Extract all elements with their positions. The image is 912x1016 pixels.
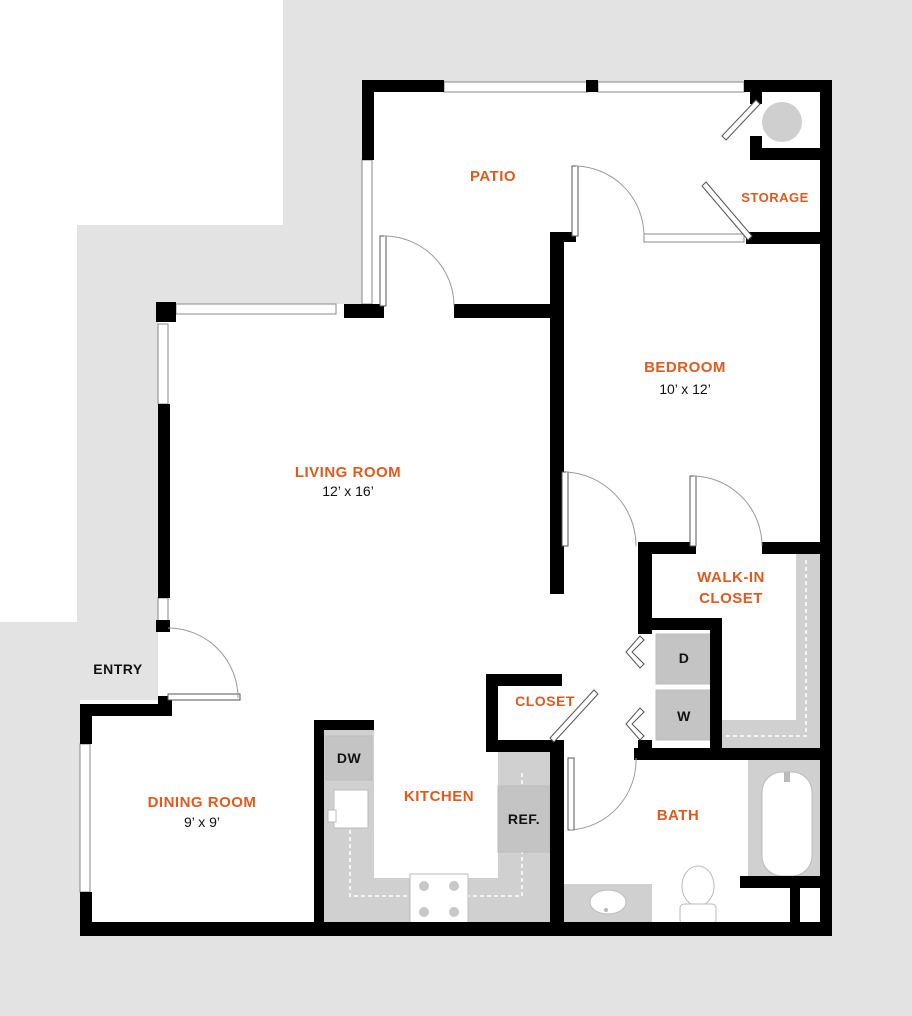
windows <box>79 81 745 893</box>
bathtub-icon <box>761 771 813 877</box>
range-icon <box>409 873 469 925</box>
dryer-label: D <box>679 650 690 666</box>
washer <box>655 689 713 741</box>
interior-floor <box>80 82 830 934</box>
closet-label: CLOSET <box>515 693 575 709</box>
dryer <box>655 633 713 685</box>
kitchen-sink-icon <box>327 789 369 829</box>
doors <box>167 99 763 831</box>
living-room-label: LIVING ROOM <box>295 464 401 481</box>
walls <box>80 80 832 936</box>
bath-sink-icon <box>589 889 627 915</box>
dishwasher <box>325 735 373 781</box>
walk-in-closet-label-line1: WALK-IN <box>697 569 765 586</box>
dishwasher-label: DW <box>337 750 362 766</box>
bedroom-dimensions: 10’ x 12’ <box>659 381 711 397</box>
bedroom-label: BEDROOM <box>644 359 726 376</box>
storage-label: STORAGE <box>741 190 809 205</box>
room-labels: PATIO STORAGE BEDROOM 10’ x 12’ LIVING R… <box>93 168 809 830</box>
walk-in-closet-label-line2: CLOSET <box>699 590 763 607</box>
appliances: D W DW REF. <box>325 102 813 925</box>
dining-room-dimensions: 9’ x 9’ <box>184 814 220 830</box>
refrigerator-label: REF. <box>508 811 540 827</box>
entry-label: ENTRY <box>93 661 143 677</box>
bath-label: BATH <box>657 807 700 824</box>
dining-room-label: DINING ROOM <box>148 794 257 811</box>
toilet-icon <box>679 865 717 925</box>
kitchen-label: KITCHEN <box>404 788 474 805</box>
water-heater-icon <box>762 102 802 142</box>
patio-label: PATIO <box>470 168 516 185</box>
washer-label: W <box>677 708 691 724</box>
living-room-dimensions: 12’ x 16’ <box>322 483 374 499</box>
